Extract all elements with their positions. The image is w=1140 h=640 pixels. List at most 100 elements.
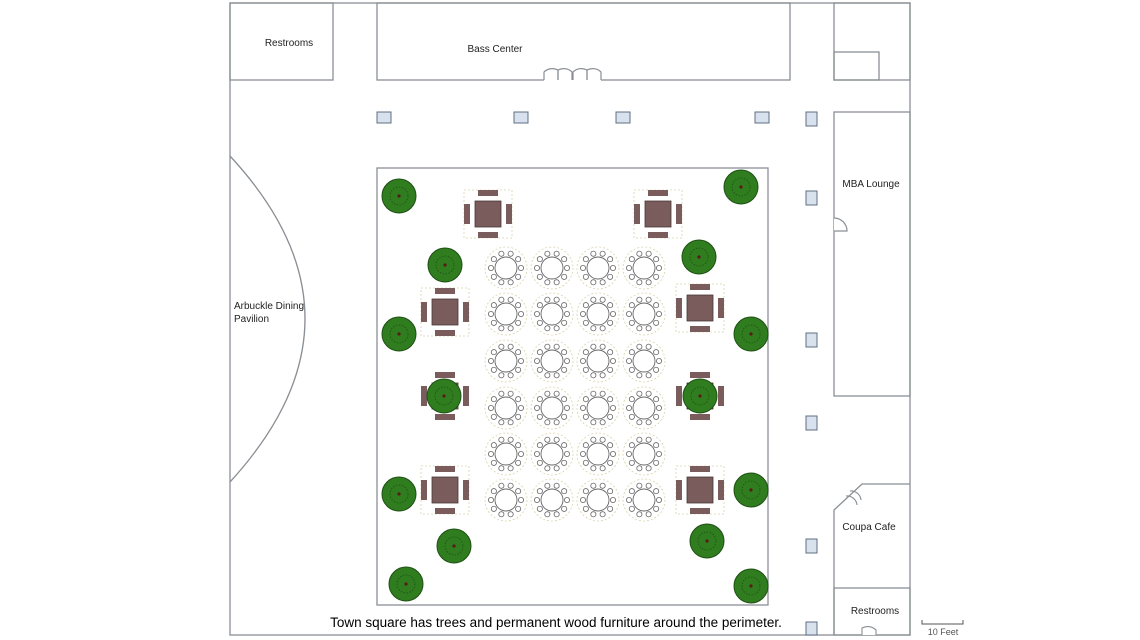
bass-center-label: Bass Center bbox=[467, 44, 523, 55]
wood-table bbox=[474, 200, 502, 228]
chair bbox=[645, 511, 652, 518]
chair bbox=[536, 256, 543, 263]
chair bbox=[490, 413, 497, 420]
pillar bbox=[805, 621, 818, 636]
tree-canopy-detail bbox=[697, 531, 717, 551]
chair bbox=[518, 496, 525, 503]
chair bbox=[582, 349, 589, 356]
chair bbox=[553, 343, 560, 350]
round-table bbox=[576, 339, 620, 383]
arbuckle-label-line1: Arbuckle Dining bbox=[234, 301, 304, 312]
pillar bbox=[805, 190, 818, 206]
chair bbox=[518, 264, 525, 271]
tree-icon bbox=[681, 239, 717, 275]
tree-canopy-detail bbox=[731, 177, 751, 197]
round-table bbox=[530, 386, 574, 430]
wood-bench bbox=[464, 204, 470, 224]
chair bbox=[599, 436, 606, 443]
chair bbox=[490, 256, 497, 263]
chair bbox=[561, 273, 568, 280]
chair bbox=[490, 459, 497, 466]
chair bbox=[490, 505, 497, 512]
chair bbox=[582, 459, 589, 466]
chair bbox=[636, 325, 643, 332]
chair bbox=[610, 264, 617, 271]
chair bbox=[487, 264, 494, 271]
wood-bench bbox=[463, 480, 469, 500]
chair bbox=[561, 505, 568, 512]
chair bbox=[498, 482, 505, 489]
tree-icon bbox=[733, 568, 769, 604]
chair bbox=[536, 505, 543, 512]
chair bbox=[626, 450, 633, 457]
chair bbox=[645, 343, 652, 350]
chair bbox=[490, 273, 497, 280]
wood-bench bbox=[676, 386, 682, 406]
chair bbox=[580, 496, 587, 503]
wood-table-set bbox=[675, 465, 725, 515]
chair bbox=[645, 436, 652, 443]
chair bbox=[487, 357, 494, 364]
chair bbox=[656, 404, 663, 411]
chair bbox=[580, 357, 587, 364]
chair bbox=[536, 413, 543, 420]
wood-bench bbox=[634, 204, 640, 224]
chair bbox=[487, 310, 494, 317]
chair bbox=[636, 419, 643, 426]
chair bbox=[653, 366, 660, 373]
round-table bbox=[576, 246, 620, 290]
round-table bbox=[530, 432, 574, 476]
chair bbox=[507, 325, 514, 332]
wood-bench bbox=[676, 480, 682, 500]
table-top bbox=[540, 349, 564, 373]
table-clearance bbox=[530, 386, 574, 430]
chair bbox=[590, 279, 597, 286]
round-table bbox=[622, 246, 666, 290]
tree-canopy-detail bbox=[396, 574, 416, 594]
wood-table-set bbox=[420, 465, 470, 515]
chair bbox=[636, 436, 643, 443]
tree-icon bbox=[733, 472, 769, 508]
tree-icon bbox=[426, 378, 462, 414]
chair bbox=[507, 419, 514, 426]
arbuckle-curved-wall bbox=[229, 155, 306, 483]
chair bbox=[561, 302, 568, 309]
chair bbox=[607, 396, 614, 403]
table-clearance bbox=[530, 478, 574, 522]
tree-trunk bbox=[749, 332, 753, 336]
chair bbox=[636, 482, 643, 489]
chair bbox=[636, 390, 643, 397]
chair bbox=[626, 357, 633, 364]
chair bbox=[498, 511, 505, 518]
chair bbox=[599, 279, 606, 286]
chair bbox=[590, 325, 597, 332]
restrooms-bottom-label: Restrooms bbox=[851, 606, 899, 617]
chair bbox=[498, 419, 505, 426]
chair bbox=[487, 404, 494, 411]
tree-canopy-detail bbox=[689, 247, 709, 267]
chair bbox=[636, 465, 643, 472]
table-top bbox=[632, 349, 656, 373]
top-right-room bbox=[833, 2, 911, 81]
chair bbox=[498, 279, 505, 286]
chair bbox=[544, 511, 551, 518]
round-tables bbox=[484, 246, 666, 522]
wood-bench bbox=[421, 386, 427, 406]
wood-table bbox=[686, 294, 714, 322]
tree-trunk bbox=[443, 263, 447, 267]
tree-trunk bbox=[397, 492, 401, 496]
tree-canopy-detail bbox=[435, 255, 455, 275]
wood-bench bbox=[478, 232, 498, 238]
tree-icon bbox=[388, 566, 424, 602]
wood-bench bbox=[435, 330, 455, 336]
chair bbox=[544, 279, 551, 286]
wood-bench bbox=[435, 414, 455, 420]
chair bbox=[653, 273, 660, 280]
wood-bench bbox=[463, 386, 469, 406]
wood-table bbox=[644, 200, 672, 228]
wood-table bbox=[431, 476, 459, 504]
chair bbox=[553, 296, 560, 303]
chair bbox=[553, 390, 560, 397]
chair bbox=[599, 390, 606, 397]
table-top bbox=[632, 256, 656, 280]
